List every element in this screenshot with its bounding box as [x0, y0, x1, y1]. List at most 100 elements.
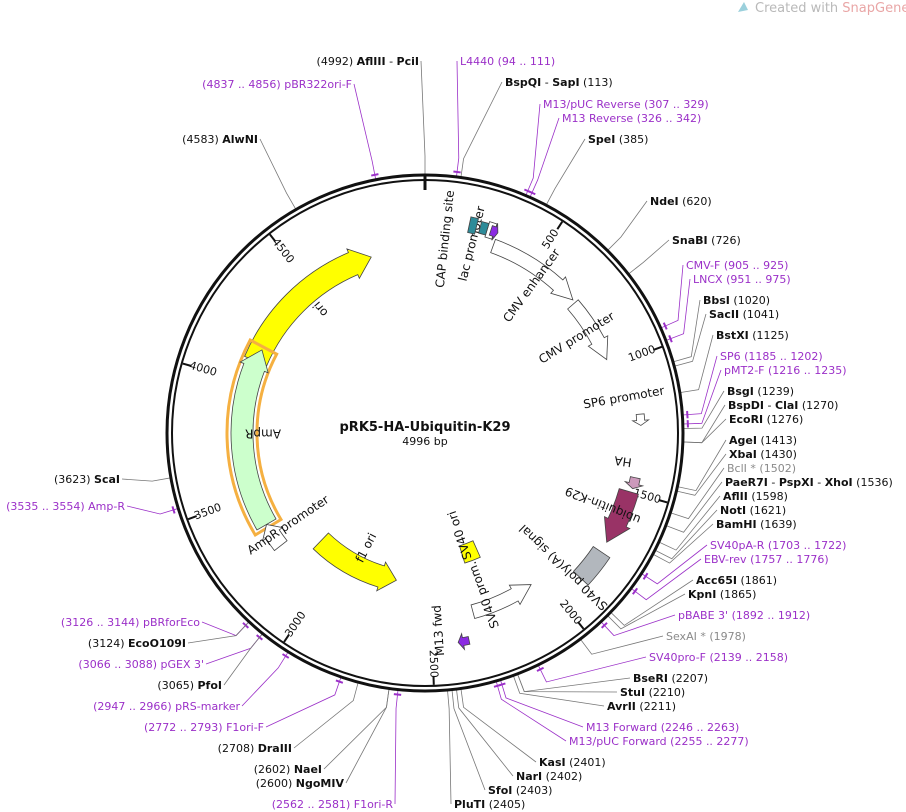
site-label[interactable]: BamHI (1639) — [716, 518, 797, 531]
site-label[interactable]: SfoI (2403) — [488, 784, 552, 797]
site-label[interactable]: BseRI (2207) — [633, 672, 708, 685]
site-label[interactable]: (4583) AlwNI — [182, 133, 258, 146]
site-label[interactable]: BspQI - SapI (113) — [505, 76, 613, 89]
feature-highlight — [225, 338, 284, 538]
feature-cap-binding-site-label: CAP binding site — [433, 190, 457, 289]
site-label[interactable]: L4440 (94 .. 111) — [460, 55, 555, 68]
site-label[interactable]: PluTI (2405) — [454, 798, 525, 811]
site-leader — [241, 651, 289, 707]
site-leader — [682, 404, 726, 444]
site-leader — [456, 689, 514, 777]
site-label[interactable]: (3124) EcoO109I — [88, 637, 186, 650]
site-label[interactable]: BclI * (1502) — [727, 462, 796, 475]
site-label[interactable]: AflII (1598) — [723, 490, 788, 503]
site-label[interactable]: pBABE 3' (1892 .. 1912) — [678, 609, 810, 622]
site-label[interactable]: EBV-rev (1757 .. 1776) — [704, 553, 829, 566]
site-label[interactable]: (3126 .. 3144) pBRforEco — [61, 616, 200, 629]
site-label[interactable]: KasI (2401) — [539, 756, 606, 769]
site-label[interactable]: SpeI (385) — [588, 133, 648, 146]
site-leader — [205, 633, 263, 665]
site-label[interactable]: Acc65I (1861) — [696, 574, 777, 587]
site-leader — [682, 369, 722, 425]
site-leader — [652, 523, 714, 564]
site-leader — [630, 558, 702, 601]
site-label[interactable]: BspDI - ClaI (1270) — [728, 399, 838, 412]
feature-ampr-promoter[interactable] — [261, 524, 288, 552]
site-label[interactable]: (3065) PfoI — [157, 679, 222, 692]
site-label[interactable]: XbaI (1430) — [729, 448, 797, 461]
site-label[interactable]: (2947 .. 2966) pRS-marker — [93, 700, 240, 713]
feature-ampr[interactable] — [230, 349, 277, 531]
feature-f1-ori-label: f1 ori — [353, 531, 380, 565]
site-leader — [600, 614, 676, 637]
feature-cmv-promoter[interactable] — [567, 299, 609, 361]
tick-mark — [556, 221, 564, 230]
site-leader — [676, 453, 727, 496]
site-label[interactable]: SnaBI (726) — [672, 234, 741, 247]
site-label[interactable]: BsgI (1239) — [727, 385, 794, 398]
site-label[interactable]: KpnI (1865) — [688, 588, 756, 601]
tick-mark — [187, 515, 197, 521]
site-label[interactable]: (2708) DraIII — [218, 742, 292, 755]
site-label[interactable]: SP6 (1185 .. 1202) — [720, 350, 823, 363]
primer-mark — [536, 666, 545, 672]
site-label[interactable]: LNCX (951 .. 975) — [693, 273, 791, 286]
site-label[interactable]: (2562 .. 2581) F1ori-R — [272, 798, 394, 811]
site-label[interactable]: SV40pro-F (2139 .. 2158) — [649, 651, 788, 664]
feature-ha[interactable] — [623, 476, 645, 490]
site-label[interactable]: (2602) NaeI — [254, 763, 322, 776]
site-label[interactable]: BbsI (1020) — [703, 294, 770, 307]
site-leader — [537, 656, 647, 683]
feature-cmv-enhancer[interactable] — [490, 238, 574, 301]
site-label[interactable]: (4837 .. 4856) pBR322ori-F — [202, 78, 352, 91]
site-label[interactable]: AgeI (1413) — [729, 434, 797, 447]
site-label[interactable]: AvrII (2211) — [607, 700, 676, 713]
feature-ori[interactable] — [244, 248, 372, 367]
primer-mark — [335, 679, 344, 684]
primer-mark — [498, 682, 506, 687]
site-leader — [529, 117, 560, 198]
site-leader — [456, 60, 460, 177]
site-label[interactable]: (4992) AflIII - PciI — [317, 55, 419, 68]
site-label[interactable]: SexAI * (1978) — [666, 630, 746, 643]
feature-small-16[interactable] — [488, 223, 499, 241]
site-label[interactable]: SV40pA-R (1703 .. 1722) — [710, 539, 846, 552]
site-label[interactable]: (3066 .. 3088) pGEX 3' — [78, 658, 204, 671]
site-label[interactable]: NdeI (620) — [650, 195, 712, 208]
primer-mark — [371, 173, 379, 177]
site-label[interactable]: pMT2-F (1216 .. 1235) — [724, 364, 847, 377]
site-label[interactable]: StuI (2210) — [620, 686, 685, 699]
feature-sv40-prom[interactable] — [470, 584, 532, 619]
center-label: pRK5-HA-Ubiquitin-K29 4996 bp — [340, 420, 511, 448]
feature-f1-ori[interactable] — [312, 532, 397, 592]
site-label[interactable]: BstXI (1125) — [716, 329, 789, 342]
site-label[interactable]: M13 Reverse (326 .. 342) — [562, 112, 701, 125]
feature-sv40-poly-a-signal[interactable] — [572, 545, 611, 586]
feature-m13-fwd[interactable] — [457, 632, 471, 651]
feature-ubiquitin-k29[interactable] — [603, 488, 639, 543]
feature-sp6-promoter[interactable] — [631, 413, 650, 426]
site-leader — [512, 675, 605, 707]
site-label[interactable]: EcoRI (1276) — [729, 413, 803, 426]
primer-mark — [632, 587, 639, 595]
feature-sv40-ori[interactable] — [459, 540, 481, 564]
tick-label: 4500 — [269, 236, 296, 266]
feature-cap-binding-site[interactable] — [467, 216, 479, 235]
site-label[interactable]: PaeR7I - PspXI - XhoI (1536) — [725, 476, 893, 489]
feature-sv40-ori-label: SV40 ori — [445, 509, 475, 561]
site-label[interactable]: SacII (1041) — [709, 308, 779, 321]
site-label[interactable]: NarI (2402) — [516, 770, 582, 783]
site-label[interactable]: NotI (1621) — [720, 504, 786, 517]
site-label[interactable]: (3535 .. 3554) Amp-R — [6, 500, 125, 513]
site-label[interactable]: M13/pUC Forward (2255 .. 2277) — [569, 735, 749, 748]
watermark-prefix: Created with — [755, 1, 842, 16]
site-label[interactable]: M13/pUC Reverse (307 .. 329) — [543, 98, 709, 111]
tick-label: 3500 — [192, 501, 223, 523]
site-label[interactable]: CMV-F (905 .. 925) — [686, 259, 788, 272]
site-label[interactable]: (2600) NgoMIV — [256, 777, 345, 790]
site-label[interactable]: (3623) ScaI — [54, 473, 120, 486]
site-label[interactable]: M13 Forward (2246 .. 2263) — [586, 721, 739, 734]
site-label[interactable]: (2772 .. 2793) F1ori-F — [144, 721, 264, 734]
site-leader — [670, 467, 725, 520]
feature-small-15[interactable] — [478, 220, 490, 236]
